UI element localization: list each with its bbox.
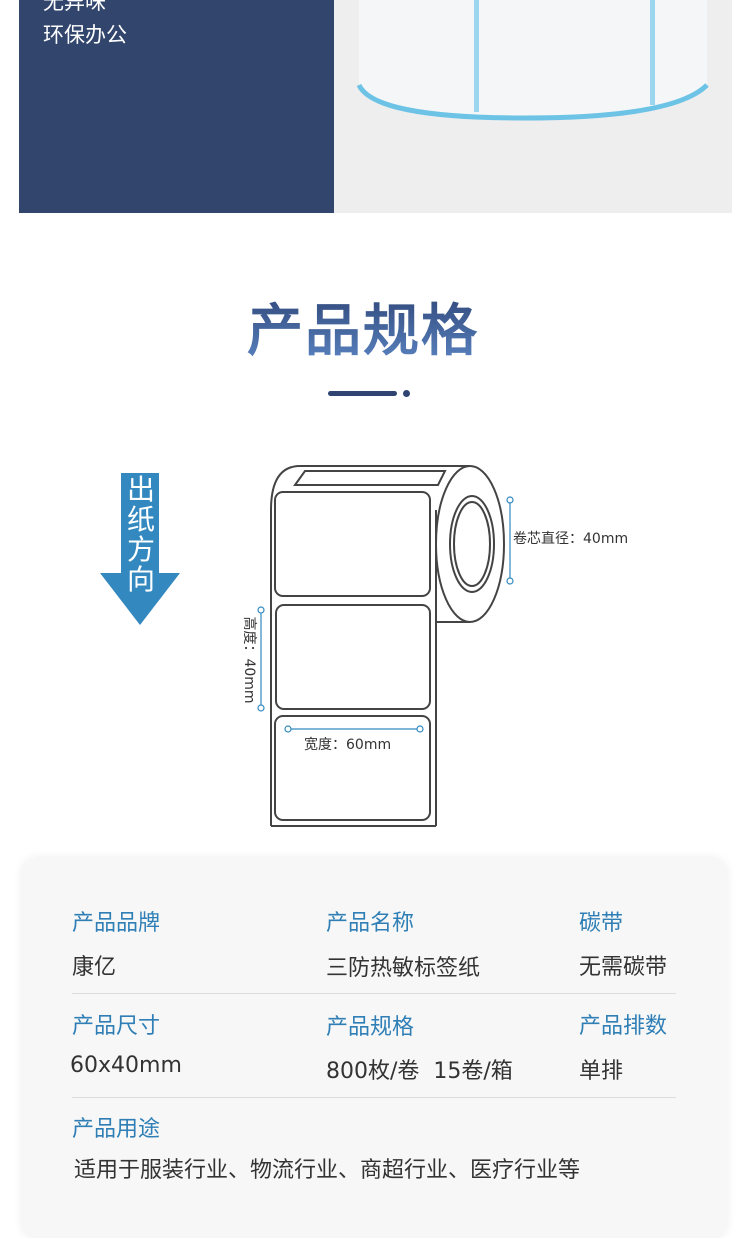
spec-value: 三防热敏标签纸 — [326, 956, 481, 981]
spec-value: 无需碳带 — [579, 955, 668, 980]
spec-label: 产品规格 — [326, 1015, 415, 1040]
divider — [72, 993, 676, 994]
paper-direction-arrow-icon — [100, 473, 180, 625]
char: 纸 — [126, 503, 155, 536]
width-label: 宽度：60mm — [304, 737, 392, 753]
spec-label: 产品尺寸 — [72, 1014, 161, 1039]
spec-label: 产品用途 — [72, 1117, 161, 1142]
section-title: 产品规格 — [0, 286, 726, 367]
spec-value: 800枚/卷 15卷/箱 — [326, 1059, 513, 1084]
spec-label: 产品排数 — [579, 1014, 668, 1039]
title-underline — [328, 391, 397, 396]
label-roll-diagram — [100, 465, 514, 827]
feature-text: 环保办公 — [43, 23, 127, 47]
feature-panel: 无异味 环保办公 — [19, 0, 334, 213]
height-label: 高度：40mm — [241, 616, 257, 704]
spec-value: 适用于服装行业、物流行业、商超行业、医疗行业等 — [74, 1158, 581, 1183]
char: 方 — [126, 533, 155, 566]
title-dot — [403, 390, 410, 397]
spec-value: 60x40mm — [70, 1053, 182, 1078]
spec-value: 康亿 — [72, 955, 117, 980]
paper-direction-label: 出 纸 方 向 — [123, 475, 159, 595]
spec-label: 产品品牌 — [72, 911, 161, 936]
spec-label: 产品名称 — [326, 911, 415, 936]
spec-value: 单排 — [579, 1059, 624, 1084]
divider — [72, 1097, 676, 1098]
spec-card — [22, 858, 727, 1238]
spec-label: 碳带 — [579, 911, 624, 936]
feature-text: 无异味 — [43, 0, 106, 14]
label-roll-image — [356, 0, 709, 121]
product-image — [334, 0, 732, 213]
char: 出 — [126, 473, 155, 506]
char: 向 — [126, 563, 155, 596]
core-diameter-label: 卷芯直径：40mm — [513, 531, 629, 547]
